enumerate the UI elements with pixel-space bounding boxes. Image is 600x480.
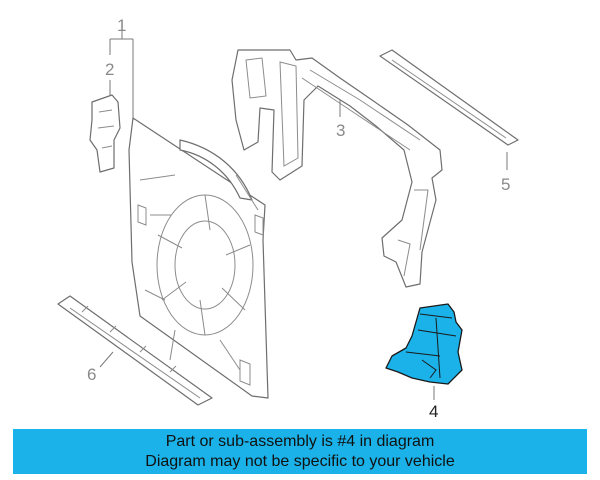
banner-line-2: Diagram may not be specific to your vehi… [145, 453, 455, 470]
banner-line-1: Part or sub-assembly is #4 in diagram [165, 433, 435, 450]
callout-3: 3 [336, 121, 345, 140]
air-deflector-part-3 [231, 49, 443, 288]
callout-1: 1 [117, 16, 126, 35]
callout-4: 4 [429, 402, 438, 421]
info-banner: Part or sub-assembly is #4 in diagram Di… [13, 429, 587, 474]
leader-lines [99, 26, 508, 400]
callout-6: 6 [87, 365, 96, 384]
bracket-part-2 [89, 94, 121, 173]
callout-2: 2 [105, 60, 114, 79]
callout-5: 5 [501, 175, 510, 194]
air-guide-part-4-highlighted [385, 303, 463, 385]
upper-strip-part-5 [379, 49, 519, 146]
lower-strip-part-6 [57, 295, 213, 406]
parts-diagram: 1 2 3 4 5 6 [57, 16, 519, 421]
fan-shroud-part-1 [128, 117, 269, 399]
